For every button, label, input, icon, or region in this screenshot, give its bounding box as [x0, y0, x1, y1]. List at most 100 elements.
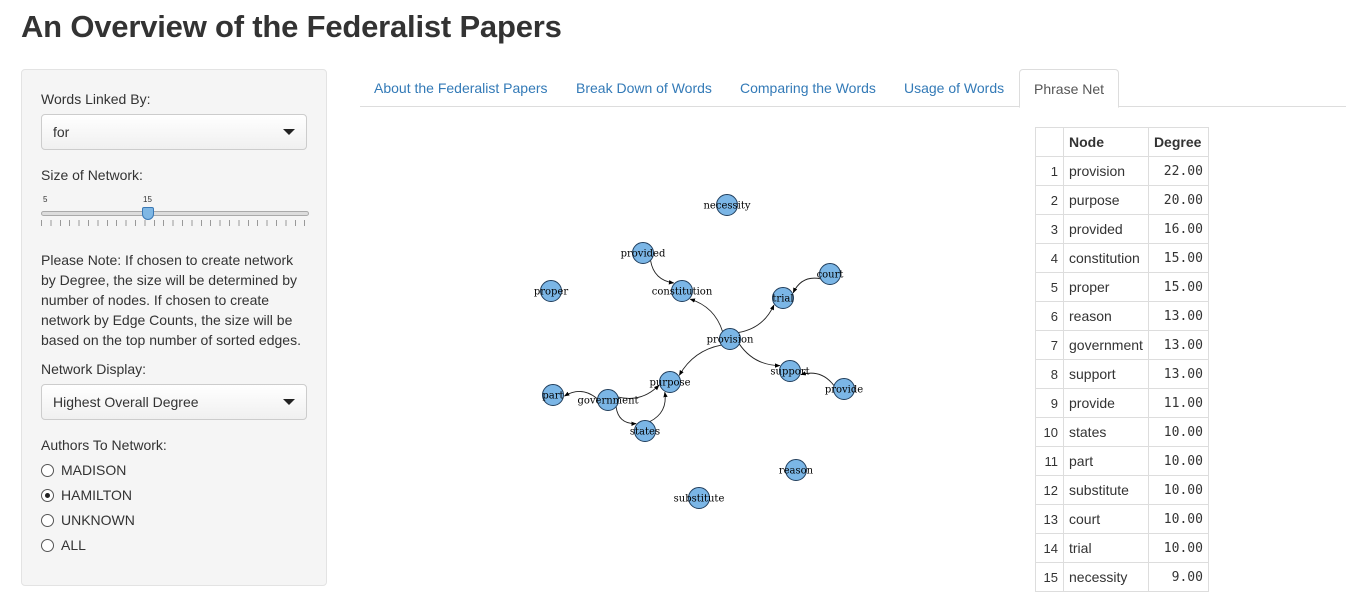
node-label: provided: [621, 249, 666, 260]
node-label: provision: [707, 335, 754, 346]
tab-usage[interactable]: Usage of Words: [904, 80, 1005, 96]
node-label: reason: [779, 466, 814, 477]
words-linked-label: Words Linked By:: [41, 91, 151, 107]
degree-cell: 22.00: [1147, 156, 1209, 186]
degree-cell: 13.00: [1147, 359, 1209, 389]
author-radio-hamilton[interactable]: HAMILTON: [41, 487, 132, 503]
node-provision: [719, 328, 741, 350]
row-index: 12: [1035, 475, 1064, 505]
degree-cell: 13.00: [1147, 330, 1209, 360]
tab-breakdown[interactable]: Break Down of Words: [576, 80, 712, 96]
words-linked-value: for: [53, 124, 70, 140]
row-index: 11: [1035, 446, 1064, 476]
index-header: [1035, 127, 1064, 157]
radio-icon[interactable]: [41, 538, 54, 552]
edge-provided-constitution: [650, 260, 675, 285]
node-label: substitute: [674, 494, 725, 505]
radio-icon[interactable]: [41, 463, 54, 477]
edge-government-purpose: [617, 384, 660, 399]
table-header-row: Node Degree: [1035, 127, 1209, 157]
row-index: 7: [1035, 330, 1064, 360]
node-label: states: [630, 427, 660, 438]
author-radio-unknown[interactable]: UNKNOWN: [41, 512, 135, 528]
edge-provision-purpose: [678, 344, 722, 376]
node-label: government: [577, 396, 638, 407]
node-cell: court: [1063, 504, 1149, 534]
node-reason: [785, 459, 807, 481]
node-cell: provision: [1063, 156, 1149, 186]
node-states: [634, 420, 656, 442]
tab-comparing[interactable]: Comparing the Words: [740, 80, 876, 96]
node-trial: [772, 287, 794, 309]
radio-icon[interactable]: [41, 513, 54, 527]
degree-cell: 10.00: [1147, 417, 1209, 447]
degree-cell: 15.00: [1147, 272, 1209, 302]
edge-states-purpose: [649, 391, 668, 423]
author-radio-madison[interactable]: MADISON: [41, 462, 126, 478]
node-header[interactable]: Node: [1063, 127, 1149, 157]
node-cell: provided: [1063, 214, 1149, 244]
author-radio-all[interactable]: ALL: [41, 537, 86, 553]
node-substitute: [688, 487, 710, 509]
node-label: court: [817, 270, 844, 281]
node-label: part: [542, 391, 563, 402]
tab-bar: About the Federalist Papers Break Down o…: [360, 69, 1346, 108]
degree-cell: 16.00: [1147, 214, 1209, 244]
node-constitution: [671, 280, 693, 302]
radio-selected-icon[interactable]: [41, 488, 54, 502]
degree-header[interactable]: Degree: [1147, 127, 1209, 157]
slider-handle[interactable]: [142, 207, 154, 220]
author-label: MADISON: [61, 462, 127, 478]
node-provide: [833, 378, 855, 400]
row-index: 15: [1035, 562, 1064, 592]
degree-cell: 10.00: [1147, 533, 1209, 563]
tab-about[interactable]: About the Federalist Papers: [374, 80, 548, 96]
node-purpose: [659, 371, 681, 393]
author-label: UNKNOWN: [61, 512, 135, 528]
node-cell: states: [1063, 417, 1149, 447]
size-slider[interactable]: 5 15: [41, 194, 309, 230]
edge-provide-support: [800, 371, 835, 386]
node-proper: [540, 280, 562, 302]
words-linked-select[interactable]: for: [41, 114, 307, 150]
degree-cell: 10.00: [1147, 475, 1209, 505]
degree-cell: 13.00: [1147, 301, 1209, 331]
chevron-down-icon: [283, 129, 295, 135]
chevron-down-icon: [283, 399, 295, 405]
node-label: support: [770, 367, 809, 378]
display-label: Network Display:: [41, 361, 147, 377]
slider-value-label: 15: [143, 195, 152, 204]
degree-cell: 20.00: [1147, 185, 1209, 215]
node-label: necessity: [703, 201, 750, 212]
network-display-select[interactable]: Highest Overall Degree: [41, 384, 307, 420]
row-index: 2: [1035, 185, 1064, 215]
node-cell: reason: [1063, 301, 1149, 331]
slider-track[interactable]: [41, 211, 309, 216]
authors-label: Authors To Network:: [41, 437, 167, 453]
node-court: [819, 263, 841, 285]
row-index: 10: [1035, 417, 1064, 447]
node-cell: necessity: [1063, 562, 1149, 592]
row-index: 1: [1035, 156, 1064, 186]
edge-provision-support: [738, 343, 781, 368]
node-cell: proper: [1063, 272, 1149, 302]
author-label: HAMILTON: [61, 487, 133, 503]
author-label: ALL: [61, 537, 86, 553]
degree-cell: 10.00: [1147, 446, 1209, 476]
edge-provision-trial: [738, 304, 775, 334]
node-support: [779, 360, 801, 382]
node-part: [542, 384, 564, 406]
node-cell: government: [1063, 330, 1149, 360]
tab-phrase-net[interactable]: Phrase Net: [1019, 69, 1120, 108]
